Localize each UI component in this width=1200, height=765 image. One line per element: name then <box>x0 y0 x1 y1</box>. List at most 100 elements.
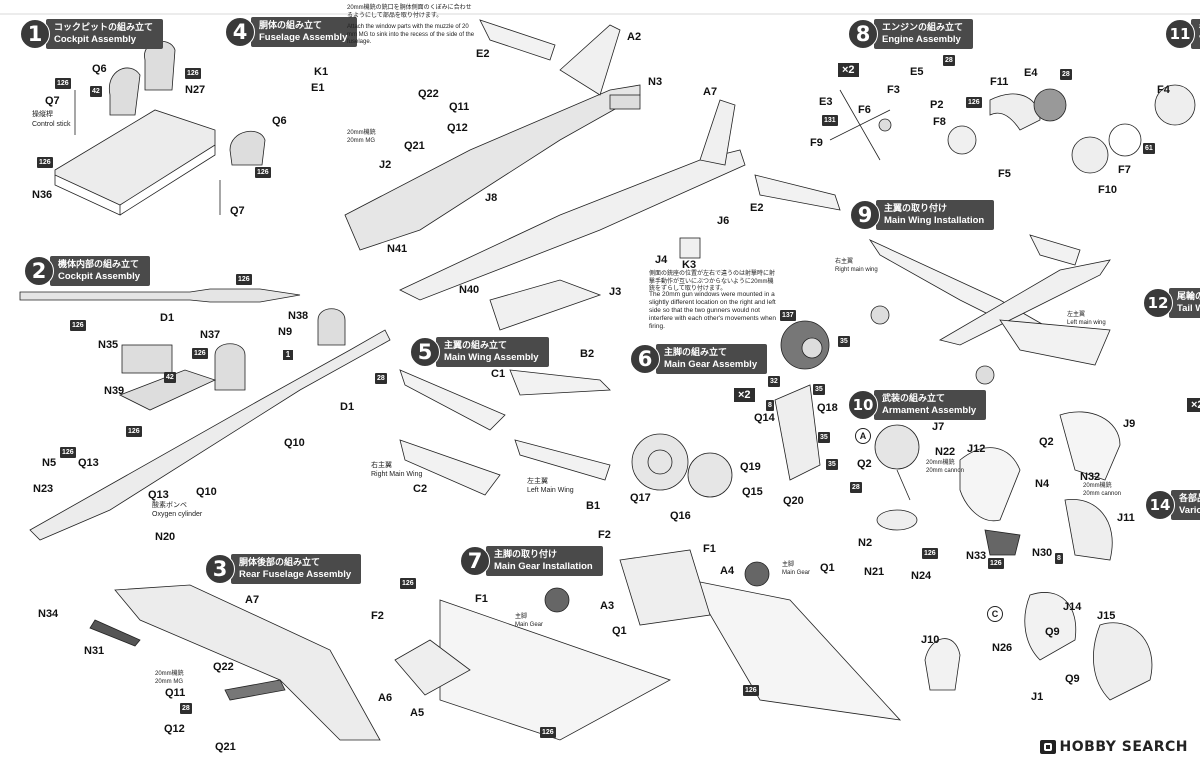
part-label: A6 <box>378 692 393 704</box>
part-label: J11 <box>1117 512 1135 524</box>
cockpit-floor <box>54 109 216 206</box>
note-step4-jp: 20mm機銃の銃口を胴体側面のくぼみに合わせるようにして部品を取り付けます。 <box>347 5 472 19</box>
part-label: N5 <box>42 457 57 469</box>
part-label: Q7 <box>45 95 60 107</box>
color-code-badge: 137 <box>780 310 796 321</box>
part-label: Q21 <box>404 140 425 152</box>
oxygen-label-jp: 酸素ボンベ <box>152 502 187 509</box>
main-gear-label-en: Main Gear <box>515 622 544 628</box>
part-label: F7 <box>1118 164 1131 176</box>
step-title-jp: 各部品 <box>1179 493 1200 504</box>
mg20-label-en: 20mm MG <box>347 138 376 144</box>
part-label: J15 <box>1097 610 1116 622</box>
color-code-badge: 131 <box>822 115 838 126</box>
part-label: N26 <box>992 642 1013 654</box>
part-label: F1 <box>703 543 716 555</box>
cannon-label-en: 20mm cannon <box>926 468 965 474</box>
color-code-badge: 35 <box>826 459 838 470</box>
part-label: Q12 <box>447 122 468 134</box>
step-title-en: Tail W <box>1177 302 1200 314</box>
step-number: 4 <box>225 17 255 47</box>
step-11-header: 11 各V <box>1165 19 1200 49</box>
left-wing-label-jp: 左主翼 <box>527 478 548 485</box>
step-number: 2 <box>24 256 54 286</box>
wing-c1 <box>399 369 506 431</box>
part-label: Q10 <box>196 486 217 498</box>
color-code-badge: 126 <box>37 157 53 168</box>
part-label: A2 <box>627 31 642 43</box>
part-label: Q6 <box>92 63 107 75</box>
step-title-jp: エンジンの組み立て <box>882 22 964 33</box>
part-label: N39 <box>104 385 125 397</box>
step-title-jp: 機体内部の組み立て <box>58 259 140 270</box>
step-title-jp: 胴体後部の組み立て <box>239 557 321 568</box>
part-label: Q21 <box>215 741 236 753</box>
step-title-jp: 主脚の組み立て <box>664 347 728 358</box>
part-label: J3 <box>609 286 622 298</box>
quantity-badge: ×2 <box>734 388 755 402</box>
step-number: 9 <box>850 200 880 230</box>
step-title-jp: 主脚の取り付け <box>494 549 558 560</box>
part-label: N34 <box>38 608 59 620</box>
step-title-en: Main Gear Installation <box>494 560 593 572</box>
part-label: Q2 <box>857 458 872 470</box>
right-wing2-label-en: Right main wing <box>835 267 878 273</box>
left-wing-label-en: Left Main Wing <box>527 487 574 494</box>
part-label: A4 <box>720 565 735 577</box>
part-label: D1 <box>160 312 175 324</box>
fuselage-interior-tube <box>19 288 301 303</box>
step-number: 14 <box>1145 490 1175 520</box>
interior-floor <box>29 329 391 541</box>
quantity-badge: ×2 <box>1187 398 1200 412</box>
part-label: Q20 <box>783 495 804 507</box>
hobby-search-logo-icon <box>1039 740 1056 754</box>
part-label: N4 <box>1035 478 1050 490</box>
part-label: N41 <box>387 243 408 255</box>
color-code-badge: 42 <box>164 372 176 383</box>
part-label: Q7 <box>230 205 245 217</box>
step-title-jp: コックピットの組み立て <box>54 22 154 33</box>
step-title-jp: 主翼の取り付け <box>884 203 948 214</box>
part-label: F2 <box>598 529 611 541</box>
right-wing2-label-jp: 右主翼 <box>835 259 854 265</box>
part-label: F3 <box>887 84 900 96</box>
part-label: J10 <box>921 634 940 646</box>
part-label: E2 <box>476 48 490 60</box>
color-code-badge: 126 <box>255 167 271 178</box>
part-label: Q22 <box>213 661 234 673</box>
part-label: A3 <box>600 600 615 612</box>
part-label: Q2 <box>1039 436 1054 448</box>
wing-b2 <box>509 369 611 396</box>
right-wing-label-en: Right Main Wing <box>371 471 423 478</box>
part-label: Q6 <box>272 115 287 127</box>
part-label: J9 <box>1123 418 1136 430</box>
oxygen-label-en: Oxygen cylinder <box>152 511 203 518</box>
part-label: A7 <box>245 594 260 606</box>
color-code-badge: 28 <box>943 55 955 66</box>
step-title-en: Main Wing Assembly <box>444 351 539 363</box>
mg20-label-en: 20mm MG <box>155 679 184 685</box>
quantity-badge: ×2 <box>838 63 859 77</box>
step-title-jp: 尾輪の <box>1177 291 1200 302</box>
subassembly-marker: A <box>855 428 871 444</box>
control-stick-label-en: Control stick <box>32 121 71 128</box>
part-label: F2 <box>371 610 384 622</box>
part-label: Q1 <box>612 625 627 637</box>
color-code-badge: 126 <box>966 97 982 108</box>
cannon-label-jp: 20mm機銃 <box>1083 483 1112 489</box>
part-label: N24 <box>911 570 932 582</box>
control-stick-label-jp: 操縦桿 <box>32 111 53 118</box>
part-label: Q1 <box>820 562 835 574</box>
color-code-badge: 126 <box>126 426 142 437</box>
color-code-badge: 126 <box>55 78 71 89</box>
part-label: K1 <box>314 66 329 78</box>
left-wing2-label-jp: 左主翼 <box>1067 312 1086 318</box>
